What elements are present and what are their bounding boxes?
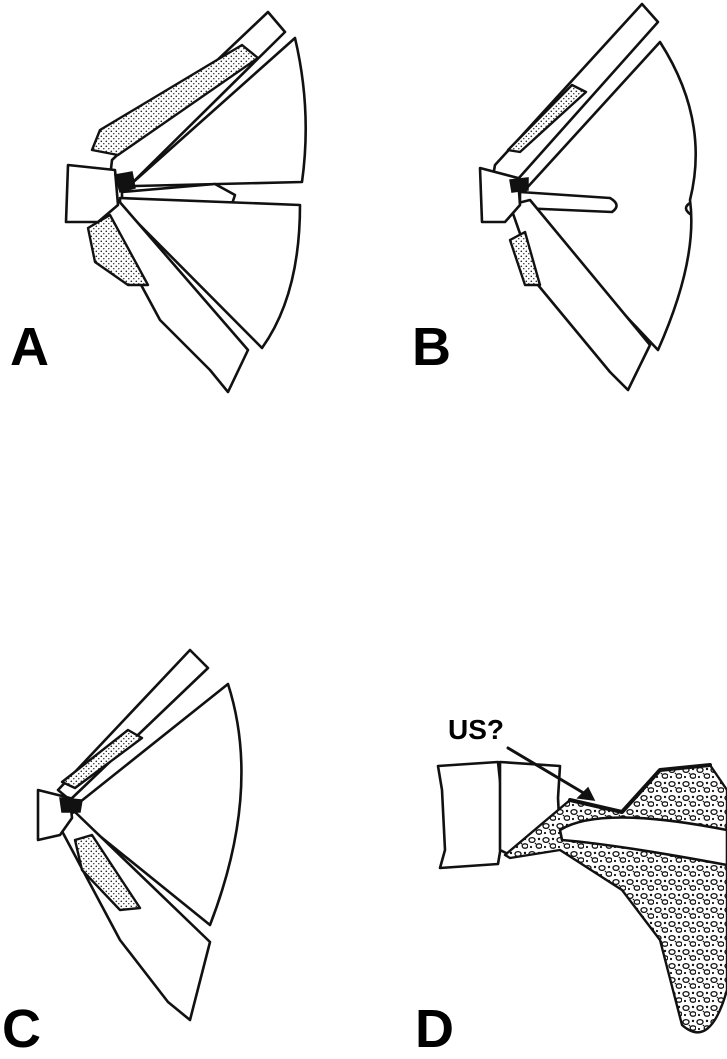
panel-d: US? D: [360, 640, 727, 1057]
panel-d-drawing: [360, 640, 727, 1057]
panel-c-label: C: [2, 1002, 41, 1056]
panel-d-segment-1: [438, 762, 502, 868]
panel-a-drawing: [0, 0, 360, 400]
panel-b-joint: [510, 178, 528, 192]
panel-c-joint: [60, 798, 82, 812]
panel-b: B: [360, 0, 727, 400]
panel-a-joint: [115, 172, 135, 192]
panel-c-drawing: [0, 640, 360, 1057]
panel-a-label: A: [10, 320, 49, 374]
panel-d-label: D: [415, 1002, 454, 1056]
panel-c: C: [0, 640, 360, 1057]
panel-a: A: [0, 0, 360, 400]
panel-b-label: B: [412, 320, 451, 374]
panel-d-annotation: US?: [448, 716, 504, 744]
